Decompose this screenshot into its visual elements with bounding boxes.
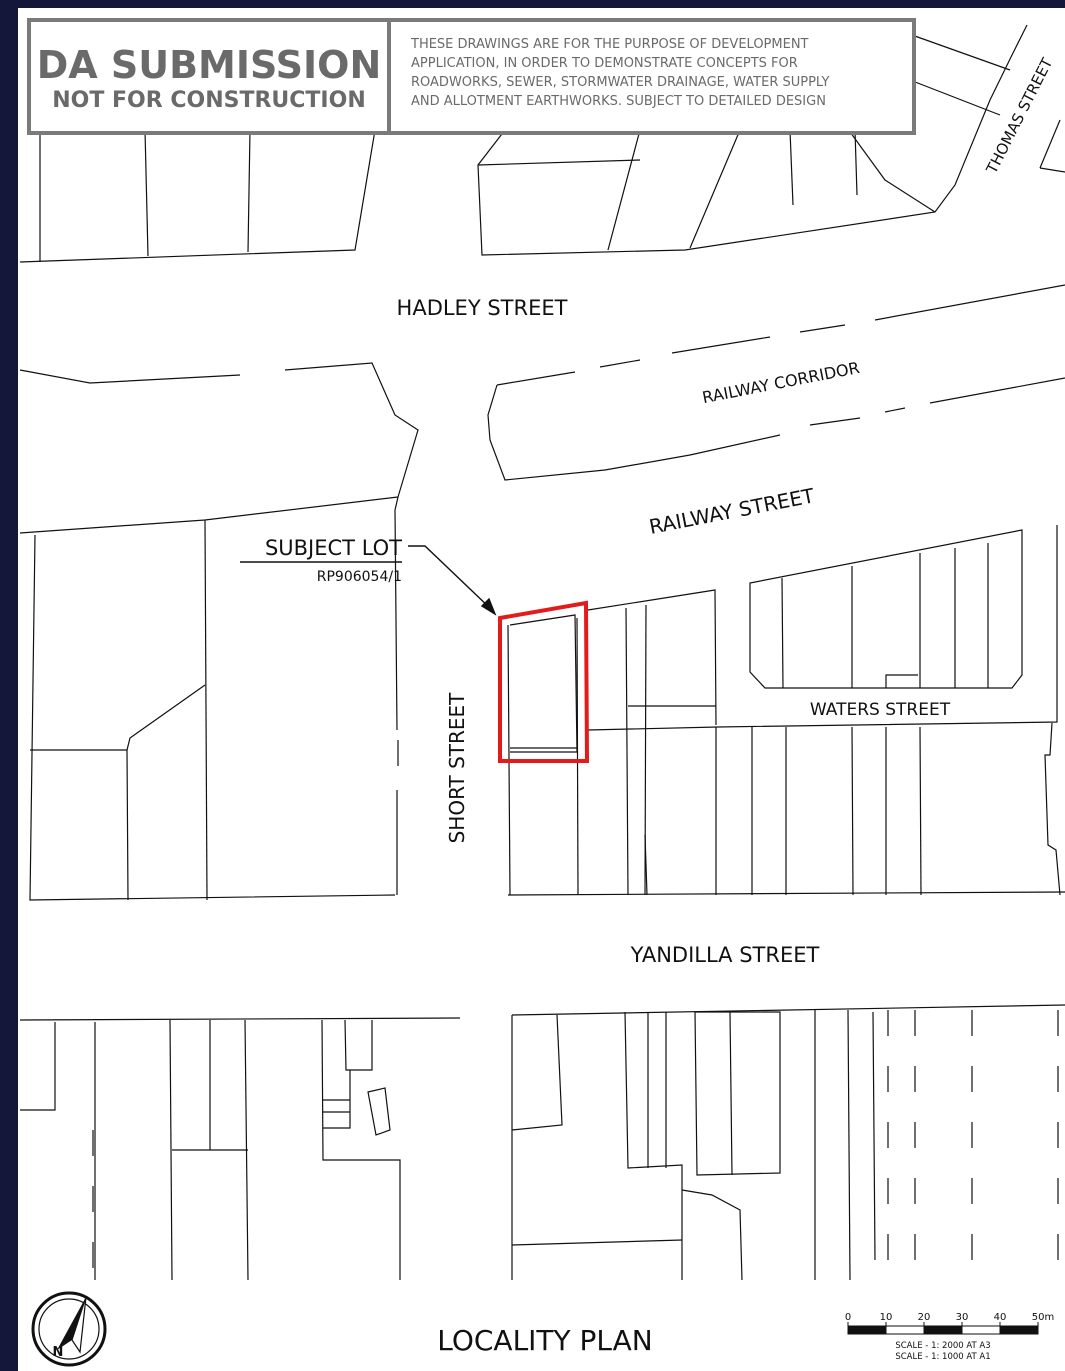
short-street-label: SHORT STREET — [445, 692, 469, 844]
stamp-note-line-2: APPLICATION, IN ORDER TO DEMONSTRATE CON… — [411, 56, 798, 71]
subject-lot-title: SUBJECT LOT — [265, 536, 402, 560]
cadastral-linework — [19, 24, 1065, 1281]
north-arrow-icon: N — [31, 1291, 107, 1367]
scale-tick-50m: 50m — [1032, 1312, 1054, 1323]
stamp-title: DA SUBMISSION — [37, 43, 382, 87]
scale-tick-10: 10 — [880, 1312, 893, 1323]
plan-title: LOCALITY PLAN — [437, 1324, 653, 1357]
north-letter: N — [53, 1345, 64, 1360]
stamp-subtitle: NOT FOR CONSTRUCTION — [52, 88, 365, 113]
stamp-note-line-1: THESE DRAWINGS ARE FOR THE PURPOSE OF DE… — [410, 37, 809, 52]
scale-note-a1: SCALE - 1: 1000 AT A1 — [895, 1352, 990, 1362]
scale-tick-40: 40 — [994, 1312, 1007, 1323]
waters-street-label: WATERS STREET — [810, 700, 951, 720]
stamp-note-line-3: ROADWORKS, SEWER, STORMWATER DRAINAGE, W… — [411, 75, 829, 90]
subject-lot-leader — [408, 545, 497, 616]
railway-corridor-label: RAILWAY CORRIDOR — [701, 358, 862, 407]
scale-note-a3: SCALE - 1: 2000 AT A3 — [895, 1341, 990, 1351]
stamp-note-line-4: AND ALLOTMENT EARTHWORKS. SUBJECT TO DET… — [411, 94, 826, 109]
scale-tick-20: 20 — [918, 1312, 931, 1323]
subject-lot[interactable] — [498, 600, 590, 763]
yandilla-street-label: YANDILLA STREET — [630, 943, 820, 967]
subject-lot-highlight — [498, 600, 590, 763]
subject-lot-label: SUBJECT LOT RP906054/1 — [240, 536, 402, 585]
thomas-street-label: THOMAS STREET — [982, 54, 1057, 177]
hadley-street-label: HADLEY STREET — [397, 296, 568, 320]
scale-tick-30: 30 — [956, 1312, 969, 1323]
railway-street-label: RAILWAY STREET — [647, 483, 817, 539]
da-submission-stamp: DA SUBMISSION NOT FOR CONSTRUCTION THESE… — [27, 18, 916, 135]
scale-tick-0: 0 — [845, 1312, 851, 1323]
subject-lot-ref: RP906054/1 — [317, 569, 402, 585]
scale-bar: 0 10 20 30 40 50m SCALE - 1: 2000 AT A3 … — [845, 1312, 1054, 1362]
